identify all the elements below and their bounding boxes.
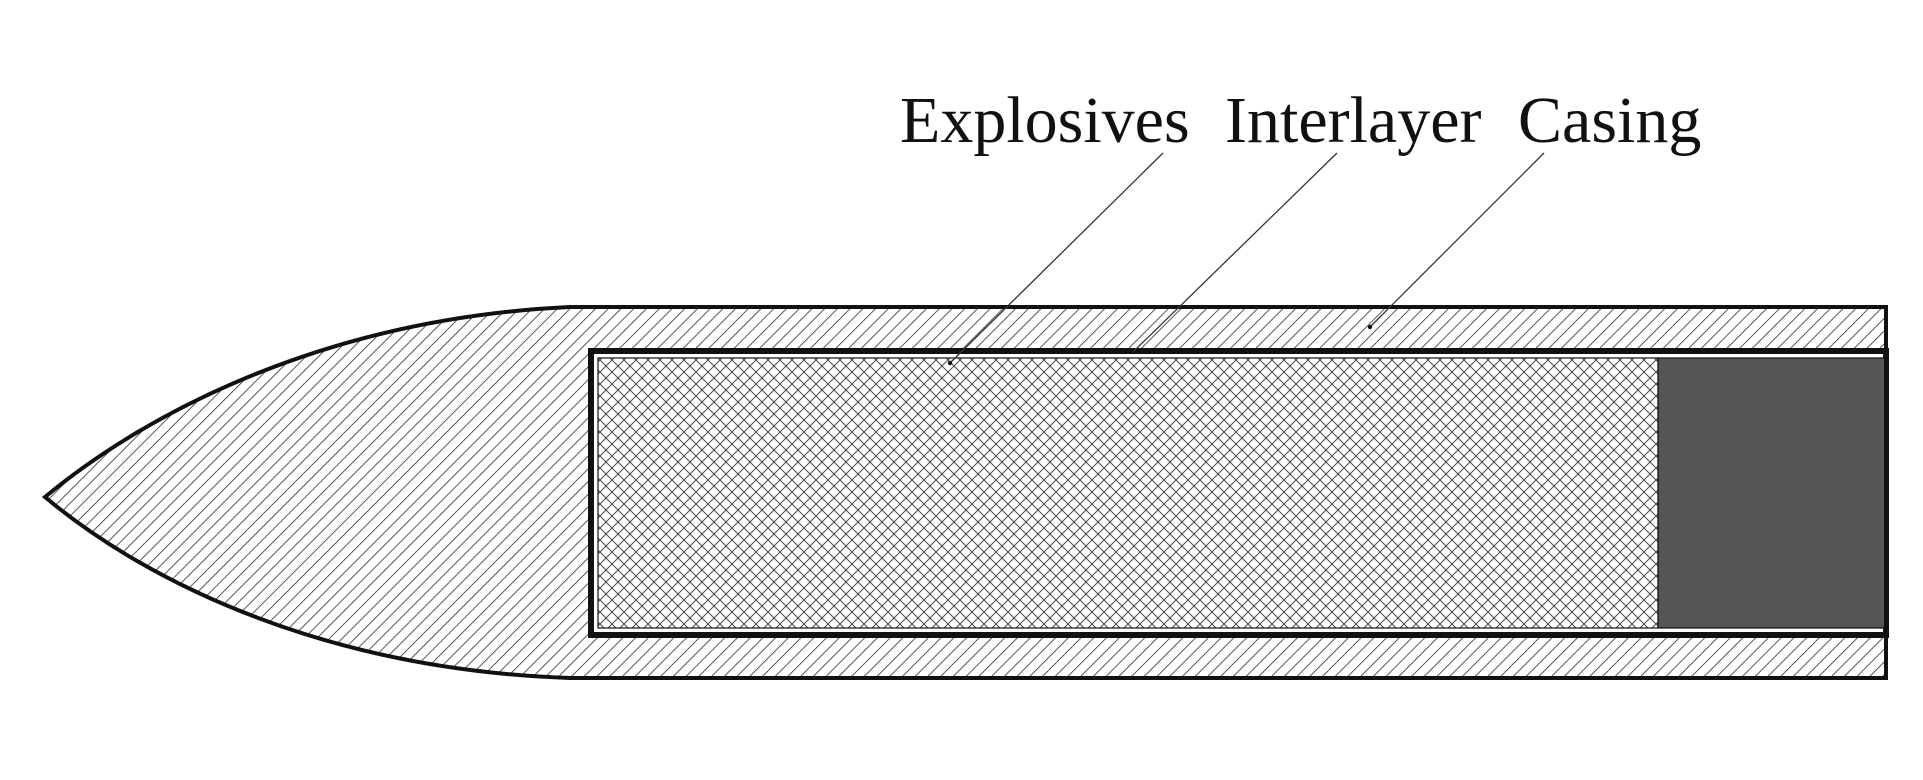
- rear-end-block: [1657, 357, 1887, 629]
- explosives-label: Explosives: [900, 84, 1190, 157]
- interlayer-label: Interlayer: [1225, 84, 1482, 157]
- casing-label: Casing: [1518, 84, 1701, 157]
- explosives-fill: [597, 357, 1659, 629]
- casing-leader-line: [1369, 152, 1545, 328]
- explosives-leader-dot: [947, 360, 953, 366]
- casing-leader-dot: [1367, 324, 1373, 330]
- interlayer-leader-line: [1132, 152, 1338, 353]
- explosives-leader-line: [949, 152, 1164, 364]
